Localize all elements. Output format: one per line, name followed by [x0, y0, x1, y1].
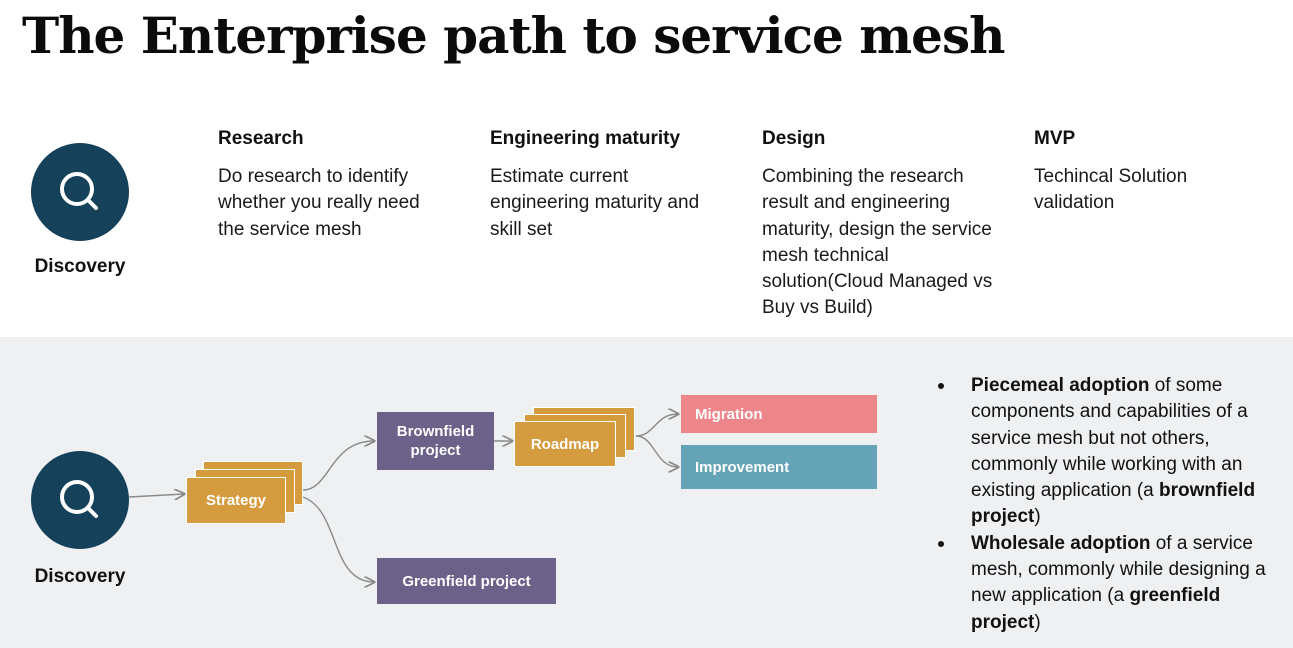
stage-body: Combining the research result and engine…	[762, 166, 993, 319]
improvement-label: Improvement	[695, 458, 790, 476]
discovery-label: Discovery	[34, 256, 126, 277]
bullet-item: Piecemeal adoption of some components an…	[938, 373, 1288, 531]
flow-discovery-label: Discovery	[34, 566, 126, 587]
stage-title: MVP	[1034, 128, 1076, 149]
flow-discovery-icon	[31, 451, 129, 549]
stage-engineering-maturity: Engineering maturity Estimate current en…	[490, 128, 745, 243]
migration-box: Migration	[681, 395, 877, 433]
arrow-strategy-brownfield	[302, 441, 374, 491]
migration-label: Migration	[695, 405, 763, 423]
search-icon	[60, 480, 98, 518]
stage-body: Estimate current engineering maturity an…	[490, 166, 700, 240]
stage-title: Research	[218, 128, 304, 149]
brownfield-label-line1: Brownfield	[396, 423, 475, 440]
stage-title: Design	[762, 128, 826, 149]
bullet-end: )	[1034, 611, 1041, 633]
arrow-discovery-strategy	[128, 494, 184, 497]
strategy-label: Strategy	[205, 492, 267, 509]
bullet-text: of some components and capabilities of a…	[971, 375, 1248, 502]
stage-mvp: MVP Techincal Solution validation	[1034, 128, 1289, 217]
improvement-box: Improvement	[681, 445, 877, 489]
stage-body: Techincal Solution validation	[1034, 166, 1188, 214]
stage-design: Design Combining the research result and…	[762, 128, 1017, 322]
bullet-tail: brownfield project	[971, 480, 1256, 528]
roadmap-box: Roadmap	[514, 421, 616, 467]
page-title: The Enterprise path to service mesh	[22, 6, 1005, 65]
stage-body: Do research to identify whether you real…	[218, 166, 420, 240]
search-icon	[60, 172, 98, 210]
bullet-tail: greenfield project	[971, 585, 1221, 633]
arrow-roadmap-improvement	[635, 435, 678, 467]
bullet-dot	[938, 540, 944, 547]
greenfield-box: Greenfield project	[377, 558, 556, 604]
stage-title: Engineering maturity	[490, 128, 681, 149]
bullet-lead: Wholesale adoption	[971, 532, 1151, 554]
adoption-bullets: Piecemeal adoption of some components an…	[938, 373, 1288, 636]
stage-research: Research Do research to identify whether…	[218, 128, 473, 243]
bullet-dot	[938, 383, 944, 389]
bullet-item: Wholesale adoption of a service mesh, co…	[938, 531, 1288, 636]
strategy-box: Strategy	[186, 477, 286, 524]
brownfield-label-line2: project	[410, 442, 461, 459]
bullet-end: )	[1034, 506, 1041, 528]
brownfield-box: Brownfield project	[377, 412, 494, 470]
greenfield-label: Greenfield project	[402, 572, 531, 590]
arrow-strategy-greenfield	[302, 496, 374, 582]
bullet-text: of a service mesh, commonly while design…	[971, 532, 1266, 607]
arrow-roadmap-migration	[635, 414, 678, 437]
bullet-lead: Piecemeal adoption	[971, 375, 1150, 396]
discovery-icon	[31, 143, 129, 241]
roadmap-label: Roadmap	[530, 435, 600, 453]
